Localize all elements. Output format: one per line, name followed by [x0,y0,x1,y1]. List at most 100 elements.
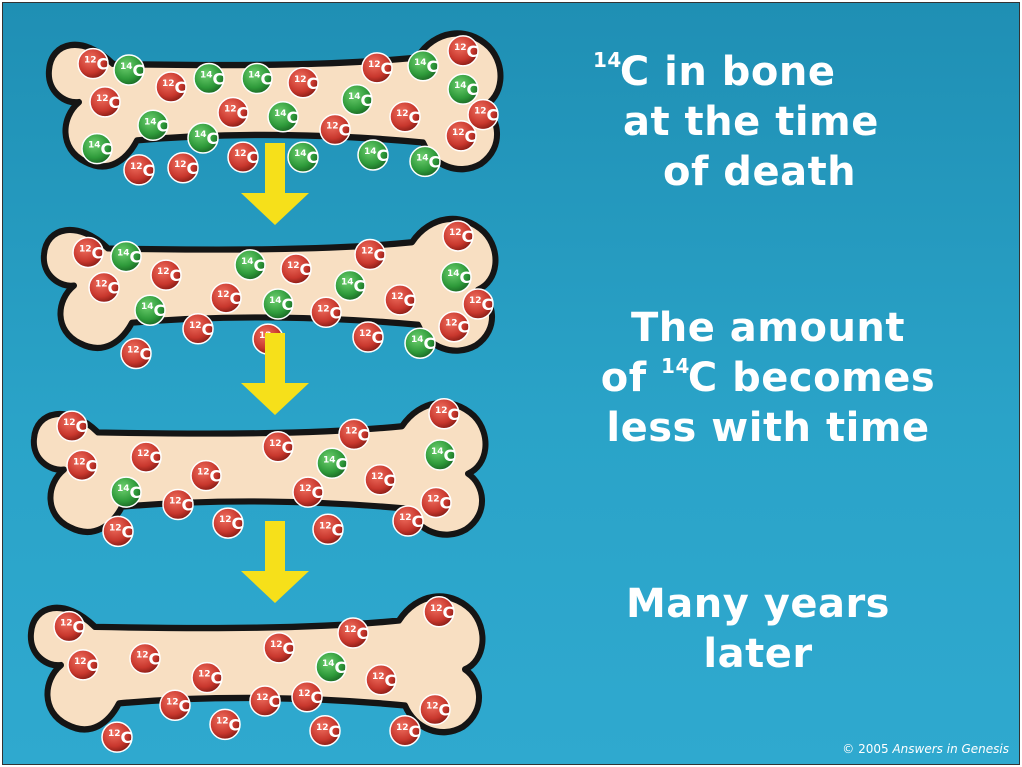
svg-text:14C: 14C [117,483,141,502]
c12-atom-icon: 12C [384,284,416,316]
c14-atom-icon: 14C [287,141,319,173]
svg-text:12C: 12C [84,55,108,74]
c12-atom-icon: 12C [67,649,99,681]
svg-text:12C: 12C [469,295,493,314]
svg-text:12C: 12C [359,328,383,347]
c14-atom-icon: 14C [81,132,113,165]
svg-text:12C: 12C [372,671,396,690]
c14-atom-icon: 14C [424,439,456,471]
c12-atom-icon: 12C [445,120,477,152]
svg-text:12C: 12C [449,227,473,246]
svg-text:12C: 12C [234,148,258,167]
svg-text:12C: 12C [435,405,459,424]
caption-line: Many years [625,581,890,627]
c14-atom-icon: 14C [357,139,389,171]
svg-text:12C: 12C [136,650,160,669]
c12-atom-icon: 12C [419,693,451,726]
svg-text:12C: 12C [79,243,103,262]
c12-atom-icon: 12C [53,610,85,643]
c12-atom-icon: 12C [364,464,396,496]
c12-atom-icon: 12C [262,431,294,463]
svg-text:12C: 12C [399,512,423,531]
c12-atom-icon: 12C [89,86,121,118]
svg-text:12C: 12C [345,425,369,444]
svg-text:14C: 14C [454,80,478,99]
c12-atom-icon: 12C [361,52,393,84]
svg-text:12C: 12C [74,656,98,675]
svg-text:14C: 14C [364,146,388,165]
c14-atom-icon: 14C [404,327,436,359]
svg-text:12C: 12C [344,624,368,643]
c12-atom-icon: 12C [467,98,499,131]
c12-atom-icon: 12C [263,632,295,664]
svg-text:12C: 12C [269,438,293,457]
c12-atom-icon: 12C [129,642,161,675]
svg-text:12C: 12C [162,78,186,97]
caption-many-years-later: Many years later [593,579,923,679]
svg-text:12C: 12C [299,483,323,502]
c12-atom-icon: 12C [77,47,109,80]
c14-atom-icon: 14C [440,261,472,293]
c12-atom-icon: 12C [162,488,194,521]
down-arrow-icon [241,143,309,225]
svg-text:12C: 12C [130,161,154,180]
c12-atom-icon: 12C [354,238,386,271]
svg-text:14C: 14C [241,256,265,275]
svg-text:14C: 14C [294,148,318,167]
svg-text:12C: 12C [96,93,120,112]
svg-text:12C: 12C [396,108,420,127]
svg-text:12C: 12C [224,104,248,123]
c12-atom-icon: 12C [249,685,281,717]
svg-text:14C: 14C [120,61,144,80]
svg-text:12C: 12C [63,417,87,436]
svg-text:12C: 12C [294,74,318,93]
svg-text:12C: 12C [216,715,240,734]
caption-line: less with time [606,405,930,451]
svg-text:12C: 12C [137,448,161,467]
c12-atom-icon: 12C [155,71,187,103]
c14-atom-icon: 14C [134,294,166,326]
c14-atom-icon: 14C [409,145,441,178]
c12-atom-icon: 12C [389,715,421,747]
svg-text:12C: 12C [166,696,190,715]
c12-atom-icon: 12C [56,410,88,442]
c12-atom-icon: 12C [159,689,191,722]
c14-atom-icon: 14C [407,50,439,82]
c12-atom-icon: 12C [150,259,182,291]
c14-atom-icon: 14C [316,447,348,480]
svg-text:12C: 12C [474,106,498,125]
c12-atom-icon: 12C [319,113,351,146]
c12-atom-icon: 12C [428,398,460,430]
svg-text:12C: 12C [95,279,119,298]
c12-atom-icon: 12C [389,101,421,133]
caption-line: of [600,355,662,401]
svg-text:12C: 12C [368,59,392,78]
caption-line: C becomes [687,355,936,401]
svg-text:14C: 14C [117,248,141,267]
svg-text:12C: 12C [316,722,340,741]
c12-atom-icon: 12C [227,141,259,173]
c14-atom-icon: 14C [187,122,219,154]
svg-text:12C: 12C [197,467,221,486]
c12-atom-icon: 12C [123,154,155,186]
c14-atom-icon: 14C [193,62,225,95]
caption-line: at the time [623,99,879,145]
c12-atom-icon: 12C [120,337,152,370]
down-arrow-icon [241,521,309,603]
c12-atom-icon: 12C [352,321,384,353]
c14-atom-icon: 14C [110,240,142,273]
svg-text:14C: 14C [323,454,347,473]
c14-superscript: 14 [593,48,622,72]
c12-atom-icon: 12C [102,515,134,548]
svg-text:12C: 12C [217,289,241,308]
c12-atom-icon: 12C [287,67,319,99]
c12-atom-icon: 12C [167,152,199,184]
c14-superscript: 14 [661,354,690,378]
caption-decrease: The amount of 14C becomes less with time [583,303,953,453]
svg-text:14C: 14C [348,91,372,110]
svg-text:12C: 12C [256,692,280,711]
